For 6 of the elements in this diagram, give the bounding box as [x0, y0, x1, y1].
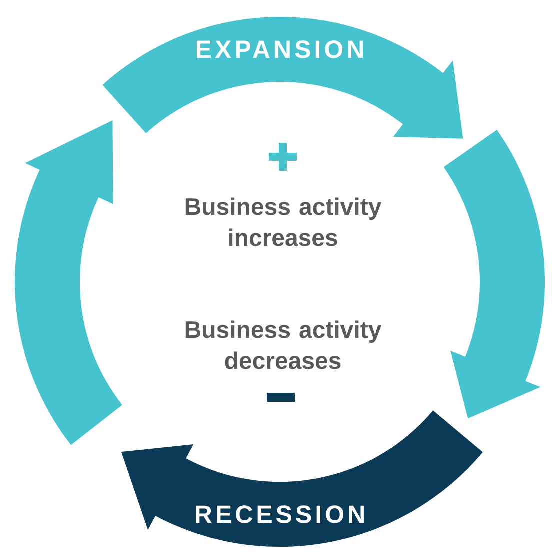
arrow-band: RECESSION — [121, 410, 483, 547]
arrow-band: EXPANSION — [102, 17, 464, 139]
statement-text: Business activity decreases — [186, 320, 382, 370]
curved-arrow — [444, 130, 545, 419]
curved-arrow — [15, 120, 122, 446]
statement-text: Business activity increases — [186, 198, 382, 246]
